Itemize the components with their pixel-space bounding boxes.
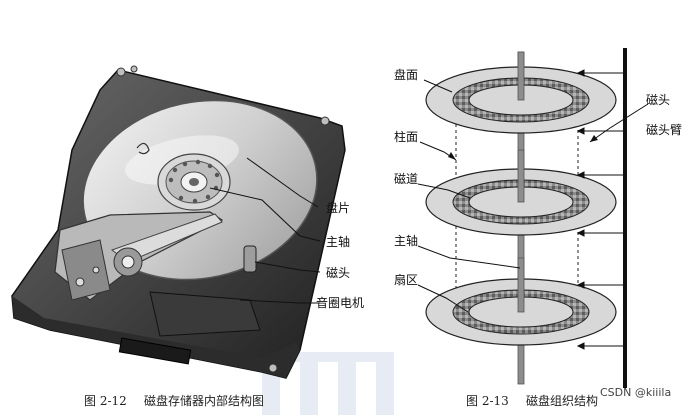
actuator-arm xyxy=(54,211,224,301)
label-sector: 扇区 xyxy=(394,272,418,287)
voice-coil-motor xyxy=(149,291,261,337)
caption-left-number: 图 2-12 xyxy=(84,394,127,408)
case-screws xyxy=(116,65,330,373)
background-watermark xyxy=(262,352,394,415)
read-write-head xyxy=(243,245,257,273)
label-voice-coil-motor: 音圈电机 xyxy=(316,295,364,310)
head-arm-bar xyxy=(623,48,627,388)
csdn-watermark: CSDN @kiiila xyxy=(600,386,671,399)
label-head-right: 磁头 xyxy=(646,92,670,107)
leader-arrowheads xyxy=(448,135,598,160)
head-arms xyxy=(576,69,623,350)
hard-disk-illustration: 盘片 主轴 磁头 音圈电机 xyxy=(11,65,364,379)
label-head-left: 磁头 xyxy=(326,265,350,280)
label-cylinder: 柱面 xyxy=(394,129,418,144)
label-surface: 盘面 xyxy=(394,67,418,82)
spindle-front xyxy=(517,51,525,313)
label-spindle-left: 主轴 xyxy=(326,234,350,249)
spindle-hub xyxy=(157,153,231,211)
label-head-arm: 磁头臂 xyxy=(646,122,682,137)
caption-right: 图 2-13 磁盘组织结构 xyxy=(466,393,598,408)
label-platter: 盘片 xyxy=(326,200,350,215)
label-track: 磁道 xyxy=(394,171,418,186)
left-leader-lines xyxy=(209,157,321,304)
connector xyxy=(118,337,192,365)
disk-base xyxy=(12,296,300,378)
label-spindle-right: 主轴 xyxy=(394,233,418,248)
caption-right-number: 图 2-13 xyxy=(466,394,509,408)
disk-organization-diagram: 盘面 柱面 磁道 主轴 扇区 磁头 磁头臂 xyxy=(394,48,682,388)
caption-left-title: 磁盘存储器内部结构图 xyxy=(144,393,264,408)
caption-left: 图 2-12 磁盘存储器内部结构图 xyxy=(84,393,264,408)
caption-right-title: 磁盘组织结构 xyxy=(526,393,598,408)
